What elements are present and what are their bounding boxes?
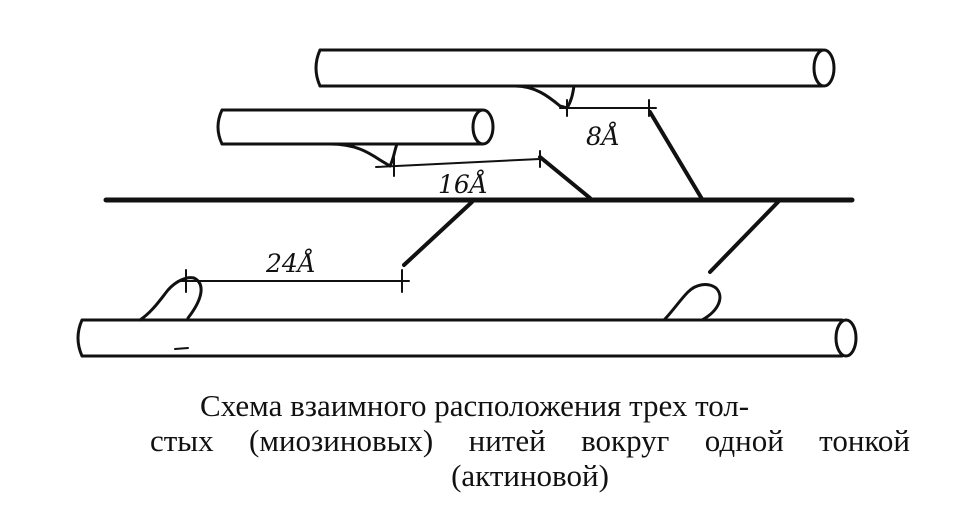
dimension-24 [177,269,410,293]
crossbridge-arm-top [513,84,576,110]
crossbridge-arm-middle [328,142,399,168]
crossbridge-arm-bottom-left [138,276,203,322]
label-8-angstrom: 8Å [586,121,620,151]
caption-line-3: (актиновой) [451,458,609,493]
crossbridge-arm-bottom-right [662,283,722,322]
myosin-filament-middle [216,108,592,200]
filament-diagram: 8Å 16Å 24Å [76,48,858,358]
crossbridge-head-bottom-right [708,200,780,274]
caption-line-2: стых (миозиновых) нитей вокруг одной тон… [150,423,910,458]
label-16-angstrom: 16Å [438,169,488,199]
figure-caption: Схема взаимного расположения трех тол- с… [150,388,910,493]
crossbridge-head-bottom-left [402,200,474,267]
dimension-16 [375,150,541,177]
myosin-filament-bottom [76,200,858,358]
label-24-angstrom: 24Å [265,248,316,278]
myosin-filament-top [314,48,836,201]
crossbridge-head-middle [538,155,592,200]
dimension-8 [559,99,657,117]
caption-line-1: Схема взаимного расположения трех тол- [200,388,750,423]
crossbridge-head-top [648,110,704,201]
